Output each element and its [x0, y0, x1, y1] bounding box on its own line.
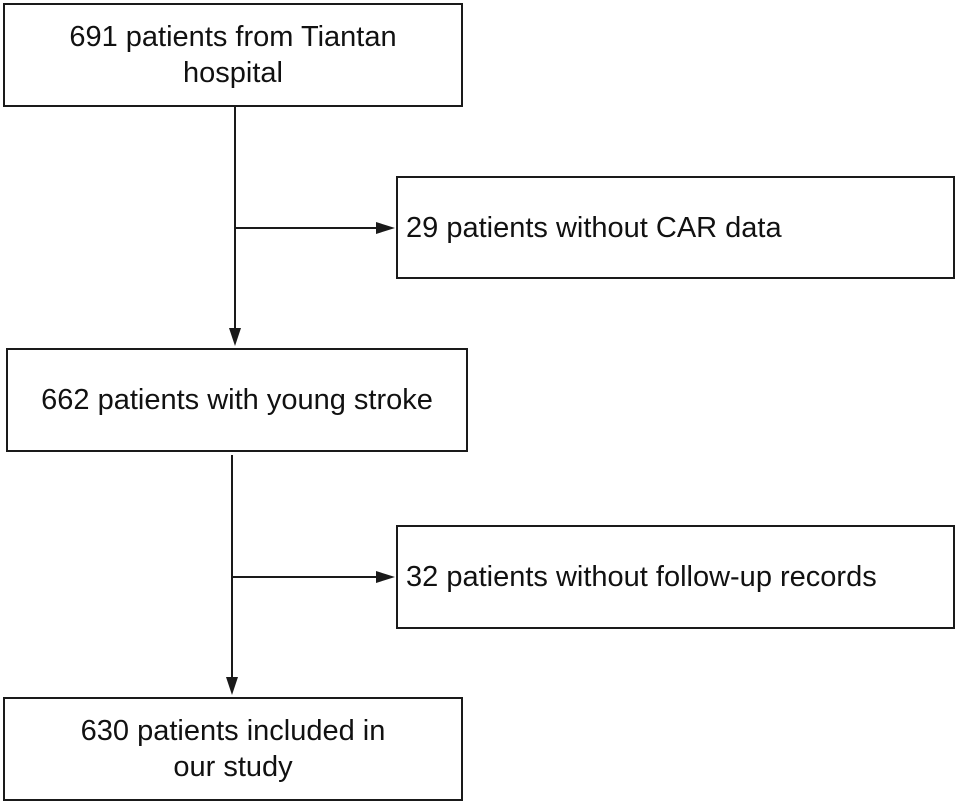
arrowhead-exclusion-2: [376, 571, 395, 583]
start-box-label: 691 patients from Tiantan hospital: [69, 21, 397, 89]
start-box: 691 patients from Tiantan hospital: [3, 3, 463, 107]
young-stroke-box-label: 662 patients with young stroke: [41, 384, 433, 416]
arrowhead-young-to-final: [226, 677, 238, 695]
arrowhead-start-to-young: [229, 328, 241, 346]
exclusion-box-car-data: 29 patients without CAR data: [396, 176, 955, 279]
young-stroke-box: 662 patients with young stroke: [6, 348, 468, 452]
exclusion-box-follow-up-label: 32 patients without follow-up records: [406, 561, 877, 593]
arrowhead-exclusion-1: [376, 222, 395, 234]
final-box-label: 630 patients included in our study: [80, 715, 386, 783]
exclusion-box-car-data-label: 29 patients without CAR data: [406, 211, 782, 244]
final-box: 630 patients included in our study: [3, 697, 463, 801]
exclusion-box-follow-up: 32 patients without follow-up records: [396, 525, 955, 629]
